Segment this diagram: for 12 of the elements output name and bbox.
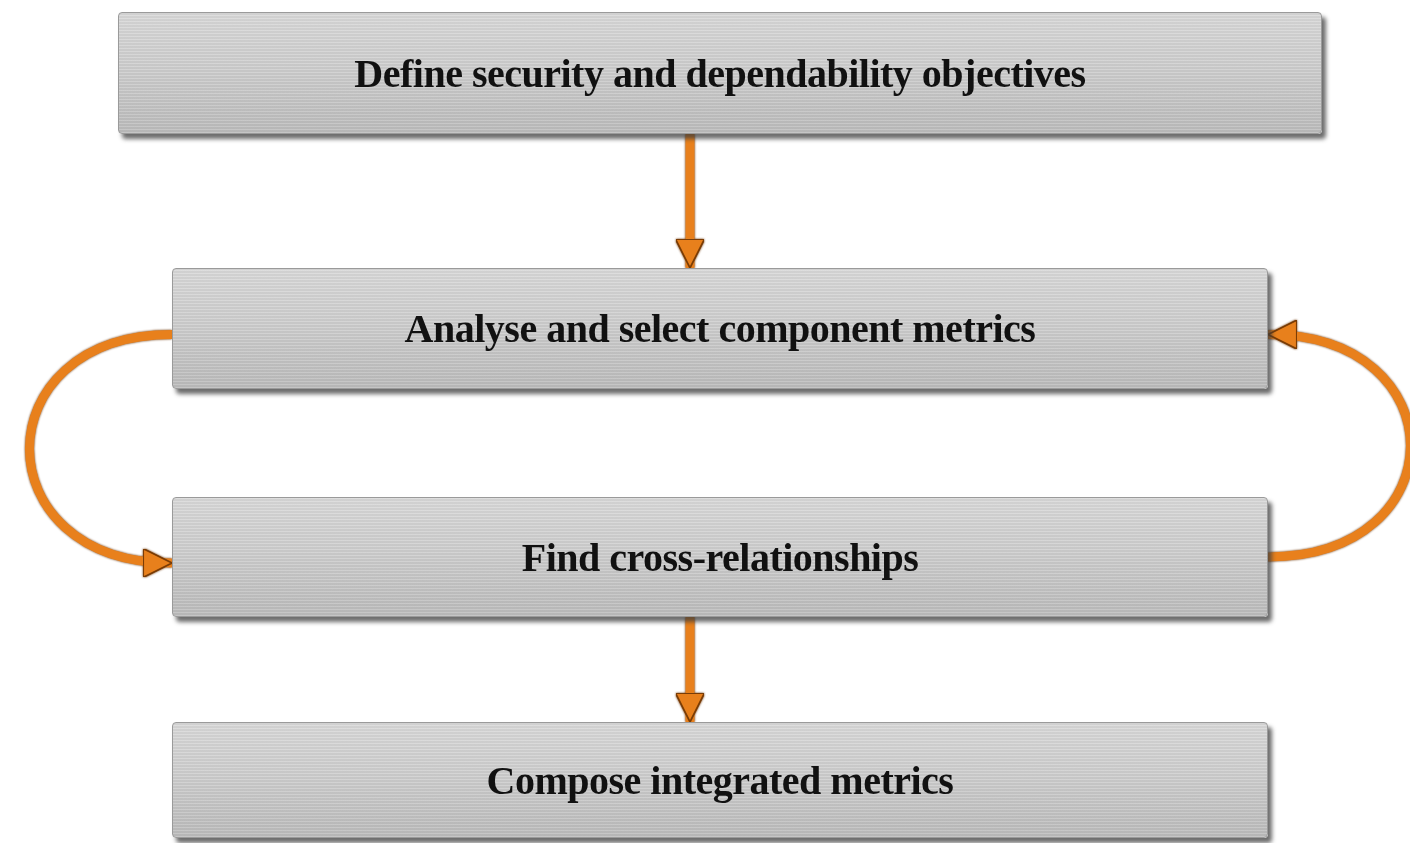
arrow xyxy=(674,617,706,723)
arrow xyxy=(25,330,173,576)
process-box xyxy=(172,497,1268,617)
step-label: Find cross-relationships xyxy=(520,533,920,581)
step-label: Analyse and select component metrics xyxy=(403,305,1037,352)
arrow xyxy=(1267,322,1410,562)
step-label: Compose integrated metrics xyxy=(485,756,955,804)
arrow xyxy=(674,134,706,269)
process-box xyxy=(172,268,1268,389)
process-box xyxy=(172,722,1268,838)
step-label: Define security and dependability objectives xyxy=(353,49,1087,97)
process-box xyxy=(118,12,1322,134)
